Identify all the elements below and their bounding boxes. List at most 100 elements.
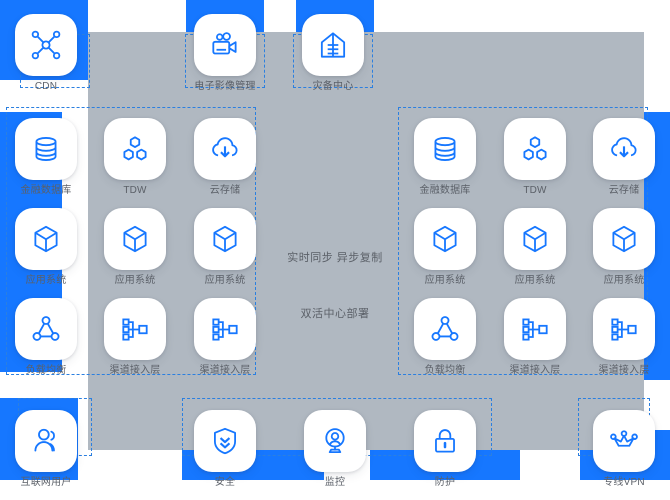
card-left-channel-2[interactable]	[194, 298, 256, 360]
card-left-channel-1[interactable]	[104, 298, 166, 360]
node-monitoring[interactable]: 监控	[304, 410, 366, 489]
card-left-app-2[interactable]	[104, 208, 166, 270]
node-internet-users[interactable]: 互联网用户	[15, 410, 77, 489]
node-left-loadbalancer[interactable]: 负载均衡	[15, 298, 77, 377]
node-label: 应用系统	[204, 275, 246, 286]
node-left-channel-2[interactable]: 渠道接入层	[194, 298, 256, 377]
hierarchy-icon	[208, 312, 242, 346]
card-dr-center[interactable]	[302, 14, 364, 76]
node-right-app-2[interactable]: 应用系统	[504, 208, 566, 287]
card-left-app-3[interactable]	[194, 208, 256, 270]
node-label: 负载均衡	[424, 365, 466, 376]
database-icon	[29, 132, 63, 166]
database-icon	[428, 132, 462, 166]
card-left-database[interactable]	[15, 118, 77, 180]
hierarchy-icon	[118, 312, 152, 346]
node-right-app-3[interactable]: 应用系统	[593, 208, 655, 287]
node-label: 应用系统	[603, 275, 645, 286]
card-monitoring[interactable]	[304, 410, 366, 472]
node-left-app-2[interactable]: 应用系统	[104, 208, 166, 287]
node-label: TDW	[523, 185, 547, 196]
center-annotation-deploy: 双活中心部署	[300, 308, 370, 320]
card-left-loadbalancer[interactable]	[15, 298, 77, 360]
node-label: 金融数据库	[20, 185, 72, 196]
node-label: 云存储	[608, 185, 640, 196]
node-label: 云存储	[209, 185, 241, 196]
node-label: 渠道接入层	[199, 365, 251, 376]
data-center-icon	[316, 28, 350, 62]
card-right-tdw[interactable]	[504, 118, 566, 180]
node-right-cloudstorage[interactable]: 云存储	[593, 118, 655, 197]
cube-icon	[208, 222, 242, 256]
card-right-cloudstorage[interactable]	[593, 118, 655, 180]
node-label: 应用系统	[514, 275, 556, 286]
node-label: 监控	[324, 477, 346, 488]
node-label: 负载均衡	[25, 365, 67, 376]
load-balancer-icon	[29, 312, 63, 346]
node-left-database[interactable]: 金融数据库	[15, 118, 77, 197]
card-right-app-1[interactable]	[414, 208, 476, 270]
card-left-cloudstorage[interactable]	[194, 118, 256, 180]
node-left-cloudstorage[interactable]: 云存储	[194, 118, 256, 197]
node-right-loadbalancer[interactable]: 负载均衡	[414, 298, 476, 377]
cloud-download-icon	[607, 132, 641, 166]
card-cdn[interactable]	[15, 14, 77, 76]
card-right-app-3[interactable]	[593, 208, 655, 270]
node-cdn[interactable]: CDN	[15, 14, 77, 93]
node-label: 互联网用户	[20, 477, 72, 488]
cube-icon	[607, 222, 641, 256]
hexagon-cluster-icon	[518, 132, 552, 166]
hierarchy-icon	[607, 312, 641, 346]
node-security[interactable]: 安全	[194, 410, 256, 489]
card-security[interactable]	[194, 410, 256, 472]
node-right-channel-1[interactable]: 渠道接入层	[504, 298, 566, 377]
node-label: 安全	[214, 477, 236, 488]
node-left-channel-1[interactable]: 渠道接入层	[104, 298, 166, 377]
lock-icon	[428, 424, 462, 458]
node-label: 渠道接入层	[109, 365, 161, 376]
cube-icon	[428, 222, 462, 256]
node-label: 应用系统	[25, 275, 67, 286]
node-label: 防护	[434, 477, 456, 488]
card-right-channel-2[interactable]	[593, 298, 655, 360]
node-dr-center[interactable]: 灾备中心	[302, 14, 364, 93]
node-left-tdw[interactable]: TDW	[104, 118, 166, 197]
shield-icon	[208, 424, 242, 458]
node-label: TDW	[123, 185, 147, 196]
node-left-app-1[interactable]: 应用系统	[15, 208, 77, 287]
node-label: 金融数据库	[419, 185, 471, 196]
card-right-app-2[interactable]	[504, 208, 566, 270]
node-right-tdw[interactable]: TDW	[504, 118, 566, 197]
card-imaging[interactable]	[194, 14, 256, 76]
node-label: 灾备中心	[312, 81, 354, 92]
node-right-channel-2[interactable]: 渠道接入层	[593, 298, 655, 377]
node-right-database[interactable]: 金融数据库	[414, 118, 476, 197]
node-right-app-1[interactable]: 应用系统	[414, 208, 476, 287]
cube-icon	[518, 222, 552, 256]
card-right-loadbalancer[interactable]	[414, 298, 476, 360]
node-label: CDN	[34, 81, 58, 92]
card-right-database[interactable]	[414, 118, 476, 180]
card-left-tdw[interactable]	[104, 118, 166, 180]
cube-icon	[118, 222, 152, 256]
node-label: 渠道接入层	[598, 365, 650, 376]
card-internet-users[interactable]	[15, 410, 77, 472]
node-vpn[interactable]: 专线VPN	[593, 410, 655, 489]
hexagon-cluster-icon	[118, 132, 152, 166]
hierarchy-icon	[518, 312, 552, 346]
camera-monitor-icon	[318, 424, 352, 458]
node-protection[interactable]: 防护	[414, 410, 476, 489]
card-vpn[interactable]	[593, 410, 655, 472]
load-balancer-icon	[428, 312, 462, 346]
crown-vpn-icon	[607, 424, 641, 458]
node-imaging[interactable]: 电子影像管理	[194, 14, 256, 93]
card-left-app-1[interactable]	[15, 208, 77, 270]
card-right-channel-1[interactable]	[504, 298, 566, 360]
video-camera-icon	[208, 28, 242, 62]
node-left-app-3[interactable]: 应用系统	[194, 208, 256, 287]
card-protection[interactable]	[414, 410, 476, 472]
node-label: 专线VPN	[603, 477, 645, 488]
cloud-download-icon	[208, 132, 242, 166]
cube-icon	[29, 222, 63, 256]
